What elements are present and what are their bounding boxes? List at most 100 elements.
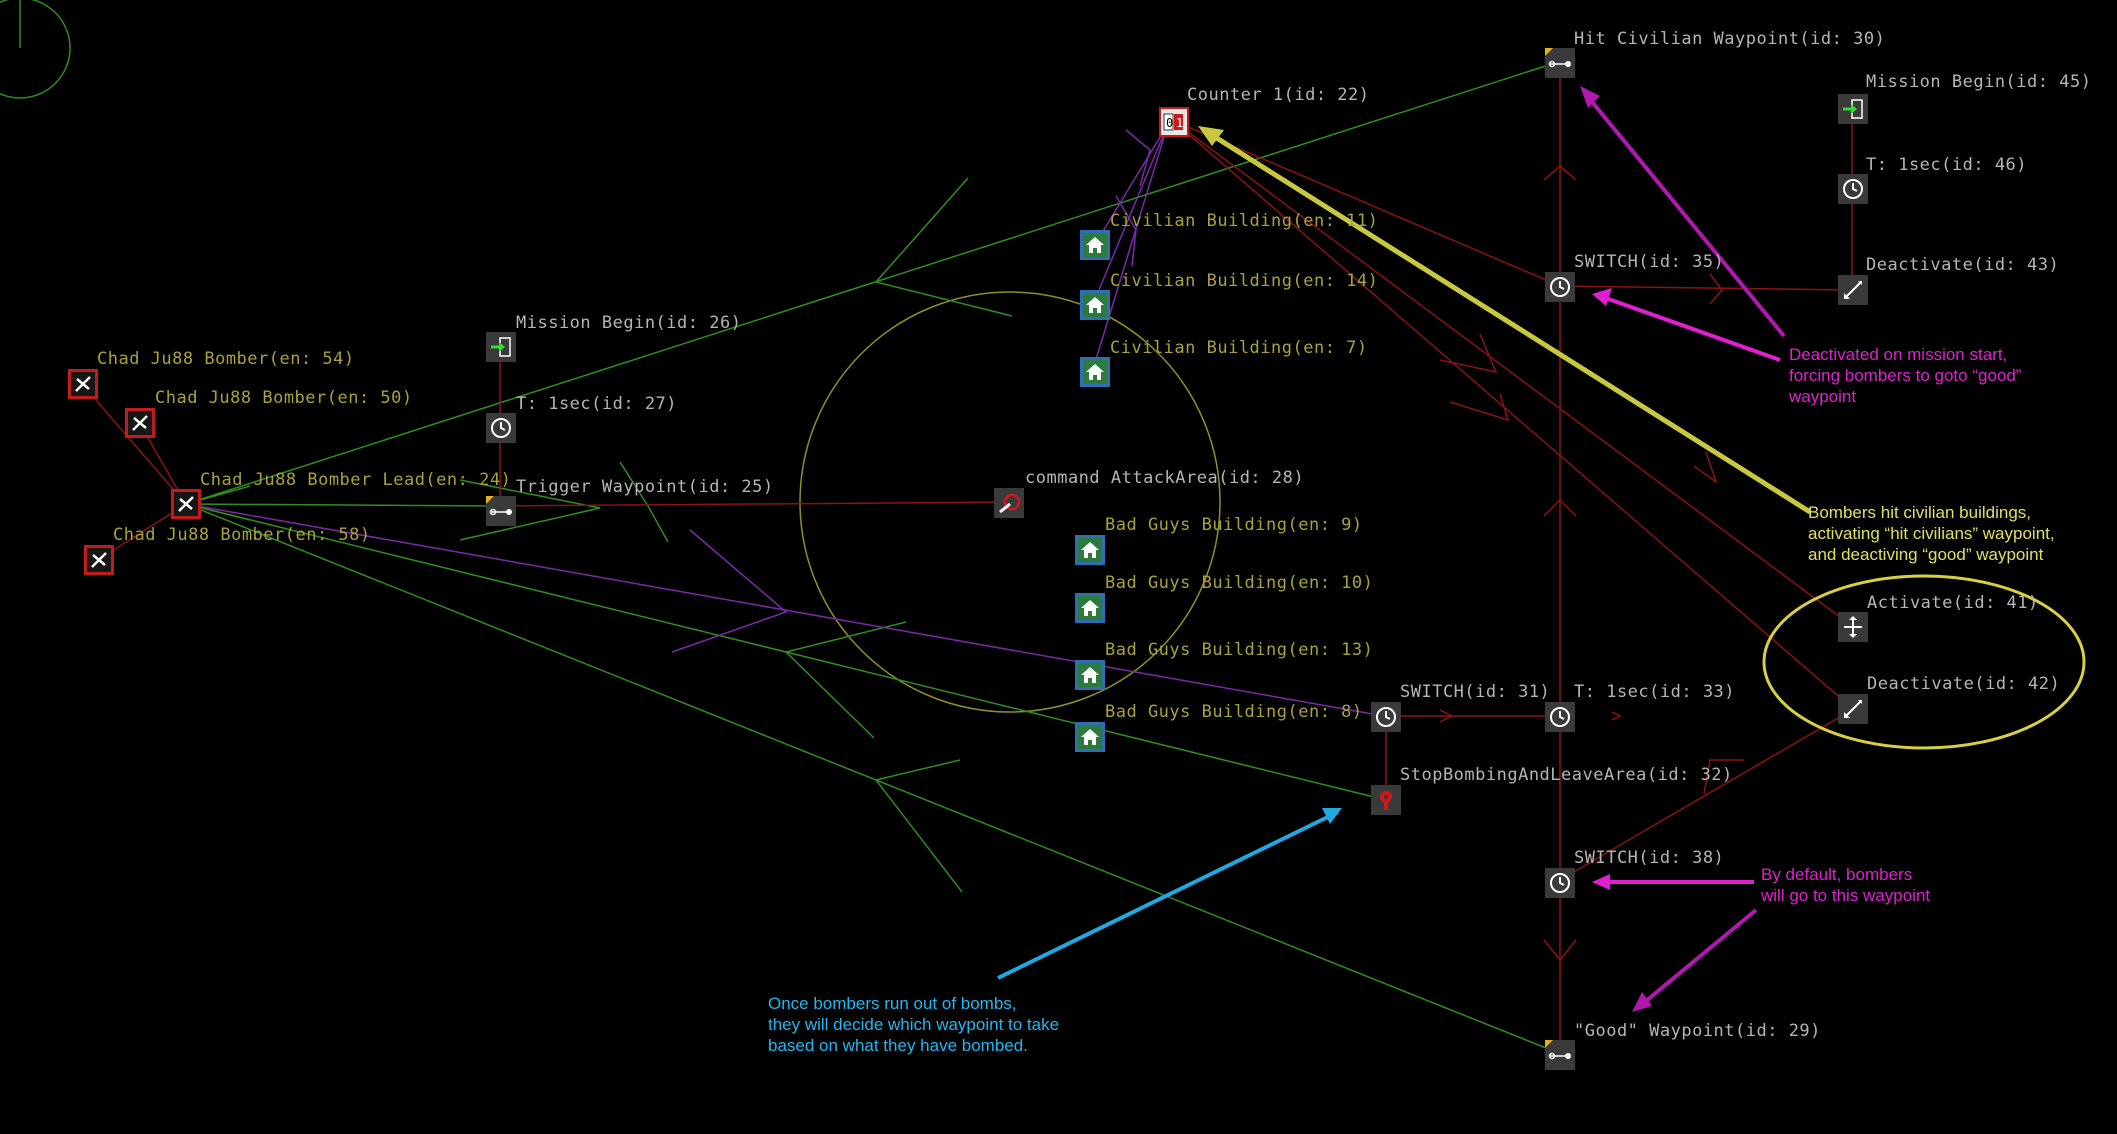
bad-guys-building-10-label: Bad Guys Building(en: 10) [1105, 573, 1374, 593]
note-line: waypoint [1789, 387, 1857, 406]
waypoint-icon [486, 496, 512, 516]
civilian-building-11-label: Civilian Building(en: 11) [1110, 211, 1379, 231]
switch-31-label: SWITCH(id: 31) [1400, 682, 1551, 702]
purple-links [185, 123, 1385, 717]
civilian-building-14-node[interactable] [1080, 290, 1110, 320]
bad-guys-building-8-label: Bad Guys Building(en: 8) [1105, 702, 1363, 722]
switch-35-node[interactable] [1545, 272, 1575, 302]
clock-icon [491, 418, 511, 438]
deactivate-arrow-icon [1844, 281, 1862, 299]
deactivate-42-node[interactable] [1838, 694, 1868, 724]
green-links [183, 61, 1559, 1053]
civilian-building-7-node[interactable] [1080, 357, 1110, 387]
note-line: forcing bombers to goto “good” [1789, 366, 2022, 385]
mission-begin-45-node[interactable] [1838, 94, 1868, 124]
note-by-default: By default, bombers will go to this wayp… [1761, 864, 1930, 906]
note-line: based on what they have bombed. [768, 1036, 1028, 1055]
command-attack-area-28-label: command AttackArea(id: 28) [1025, 468, 1305, 488]
note-line: activating “hit civilians” waypoint, [1808, 524, 2055, 543]
clock-icon [1550, 277, 1570, 297]
note-deactivated-on-start: Deactivated on mission start, forcing bo… [1789, 344, 2021, 407]
timer-27-node[interactable] [486, 413, 516, 443]
attack-command-icon [999, 493, 1021, 514]
clock-icon [1550, 873, 1570, 893]
clock-icon [1376, 707, 1396, 727]
bomber-lead-24-node[interactable] [171, 489, 201, 519]
deactivate-43-node[interactable] [1838, 275, 1868, 305]
house-icon [1081, 729, 1099, 745]
civilian-building-14-label: Civilian Building(en: 14) [1110, 271, 1379, 291]
waypoint-icon [1545, 1040, 1571, 1060]
note-line: they will decide which waypoint to take [768, 1015, 1060, 1034]
bomber-50-node[interactable] [125, 408, 155, 438]
switch-35-label: SWITCH(id: 35) [1574, 252, 1725, 272]
switch-38-label: SWITCH(id: 38) [1574, 848, 1725, 868]
house-icon [1086, 297, 1104, 313]
house-icon [1081, 600, 1099, 616]
plane-icon [71, 372, 95, 396]
enter-icon [1843, 99, 1863, 119]
note-line: Once bombers run out of bombs, [768, 994, 1017, 1013]
red-links [81, 62, 1853, 1054]
house-icon [1086, 364, 1104, 380]
clock-icon [1550, 707, 1570, 727]
mission-begin-45-label: Mission Begin(id: 45) [1866, 72, 2092, 92]
house-icon [1086, 237, 1104, 253]
switch-31-node[interactable] [1371, 702, 1401, 732]
bad-guys-building-10-node[interactable] [1075, 593, 1105, 623]
note-line: Deactivated on mission start, [1789, 345, 2008, 364]
note-bombers-hit-civilian: Bombers hit civilian buildings, activati… [1808, 502, 2055, 565]
bad-guys-building-9-node[interactable] [1075, 535, 1105, 565]
note-line: will go to this waypoint [1761, 886, 1931, 905]
hit-civilian-waypoint-node[interactable] [1545, 48, 1575, 78]
house-icon [1081, 667, 1099, 683]
bad-guys-building-9-label: Bad Guys Building(en: 9) [1105, 515, 1363, 535]
hit-civilian-waypoint-label: Hit Civilian Waypoint(id: 30) [1574, 29, 1886, 49]
civilian-building-7-label: Civilian Building(en: 7) [1110, 338, 1368, 358]
switch-38-node[interactable] [1545, 868, 1575, 898]
annotation-arrows [997, 86, 2086, 1012]
plane-icon [128, 411, 152, 435]
counter-digit-1: 1 [1176, 116, 1183, 130]
timer-46-label: T: 1sec(id: 46) [1866, 155, 2028, 175]
civilian-building-11-node[interactable] [1080, 230, 1110, 260]
bad-guys-building-8-node[interactable] [1075, 722, 1105, 752]
compass-widget [0, 0, 71, 99]
stop-command-icon [1380, 791, 1392, 810]
house-icon [1081, 542, 1099, 558]
plane-icon [174, 492, 198, 516]
trigger-waypoint-25-node[interactable] [486, 496, 516, 526]
timer-33-node[interactable] [1545, 702, 1575, 732]
stop-bombing-32-label: StopBombingAndLeaveArea(id: 32) [1400, 765, 1733, 785]
mission-begin-26-node[interactable] [486, 332, 516, 362]
activate-arrows-icon [1844, 616, 1862, 638]
bomber-58-node[interactable] [84, 545, 114, 575]
enter-icon [491, 337, 511, 357]
timer-33-label: T: 1sec(id: 33) [1574, 682, 1736, 702]
timer-27-label: T: 1sec(id: 27) [516, 394, 678, 414]
plane-icon [87, 548, 111, 572]
mission-begin-26-label: Mission Begin(id: 26) [516, 313, 742, 333]
good-waypoint-29-node[interactable] [1545, 1040, 1575, 1070]
good-waypoint-29-label: "Good" Waypoint(id: 29) [1574, 1021, 1821, 1041]
counter-22-label: Counter 1(id: 22) [1187, 85, 1370, 105]
note-out-of-bombs: Once bombers run out of bombs, they will… [768, 993, 1059, 1056]
deactivate-42-label: Deactivate(id: 42) [1867, 674, 2061, 694]
counter-digit-0: 0 [1166, 116, 1173, 130]
bomber-54-node[interactable] [68, 369, 98, 399]
clock-icon [1843, 179, 1863, 199]
bad-guys-building-13-node[interactable] [1075, 660, 1105, 690]
bomber-58-label: Chad Ju88 Bomber(en: 58) [113, 525, 371, 545]
bomber-50-label: Chad Ju88 Bomber(en: 50) [155, 388, 413, 408]
bomber-54-label: Chad Ju88 Bomber(en: 54) [97, 349, 355, 369]
trigger-waypoint-25-label: Trigger Waypoint(id: 25) [516, 477, 774, 497]
command-attack-area-28-node[interactable] [994, 488, 1024, 518]
timer-46-node[interactable] [1838, 174, 1868, 204]
activate-41-node[interactable] [1838, 612, 1868, 642]
stop-bombing-32-node[interactable] [1371, 785, 1401, 815]
waypoint-icon [1545, 48, 1571, 68]
